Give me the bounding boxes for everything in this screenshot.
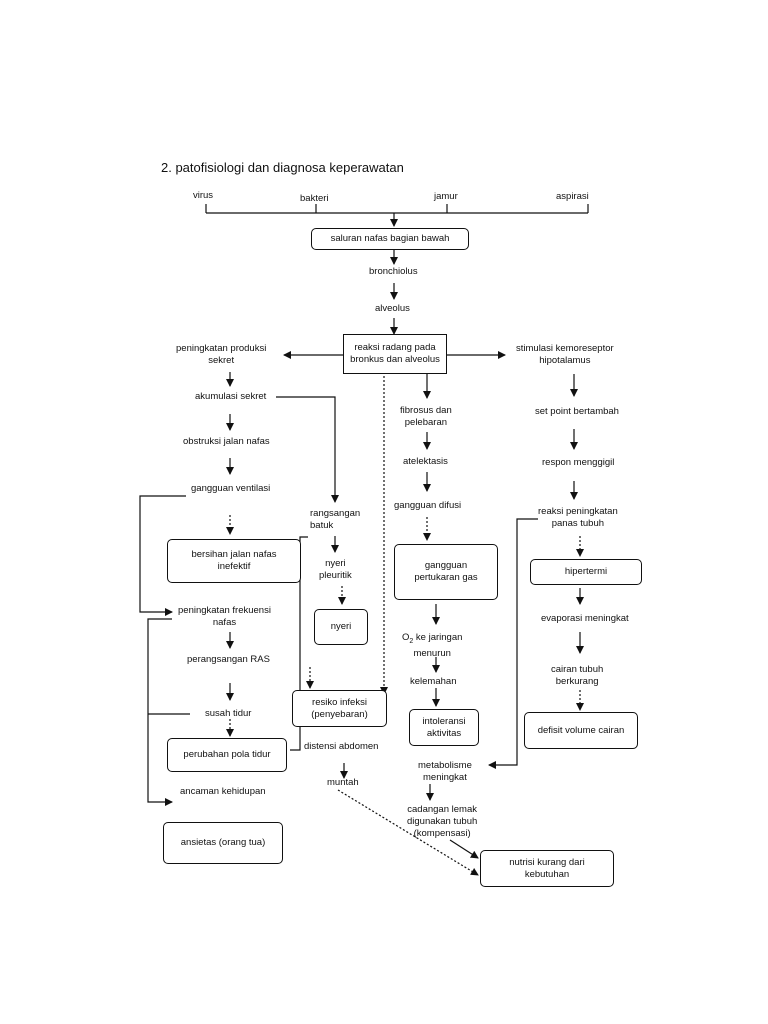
- node-reaksi-panas: reaksi peningkatan panas tubuh: [538, 506, 618, 529]
- node-saluran-nafas: saluran nafas bagian bawah: [311, 228, 469, 250]
- node-gangguan-difusi: gangguan difusi: [394, 500, 462, 511]
- node-nyeri-pleuritik: nyeri pleuritik: [319, 558, 352, 581]
- node-reaksi-radang: reaksi radang pada bronkus dan alveolus: [343, 334, 447, 374]
- node-fibrosus: fibrosus dan pelebaran: [400, 405, 452, 428]
- node-cadangan-lemak: cadangan lemak digunakan tubuh (kompensa…: [407, 804, 478, 839]
- node-respon-menggigil: respon menggigil: [542, 457, 615, 468]
- diagnosis-resiko-infeksi: resiko infeksi (penyebaran): [292, 690, 387, 727]
- diagnosis-ansietas: ansietas (orang tua): [163, 822, 283, 864]
- diagnosis-intoleransi-aktivitas: intoleransi aktivitas: [409, 709, 479, 746]
- diagnosis-nyeri: nyeri: [314, 609, 368, 645]
- cause-aspirasi: aspirasi: [556, 191, 589, 202]
- node-peningkatan-produksi: peningkatan produksi sekret: [176, 343, 267, 366]
- cause-jamur: jamur: [434, 191, 458, 202]
- node-cairan-tubuh: cairan tubuh berkurang: [551, 664, 604, 687]
- node-ancaman-kehidupan: ancaman kehidupan: [180, 786, 266, 797]
- node-alveolus: alveolus: [375, 303, 410, 314]
- cause-bakteri: bakteri: [300, 193, 329, 204]
- diagnosis-nutrisi-kurang: nutrisi kurang dari kebutuhan: [480, 850, 614, 887]
- node-susah-tidur: susah tidur: [205, 708, 252, 719]
- node-set-point: set point bertambah: [535, 406, 619, 417]
- node-bronchiolus: bronchiolus: [369, 266, 418, 277]
- diagnosis-bersihan-jalan-nafas: bersihan jalan nafas inefektif: [167, 539, 301, 583]
- cause-virus: virus: [193, 190, 214, 201]
- node-peningkatan-frekuensi: peningkatan frekuensi nafas: [178, 605, 271, 628]
- node-atelektasis: atelektasis: [403, 456, 448, 467]
- node-perangsangan-ras: perangsangan RAS: [187, 654, 270, 665]
- diagnosis-hipertermi: hipertermi: [530, 559, 642, 585]
- node-distensi-abdomen: distensi abdomen: [304, 741, 379, 752]
- node-rangsangan-batuk: rangsangan batuk: [310, 508, 361, 531]
- node-obstruksi: obstruksi jalan nafas: [183, 436, 270, 447]
- node-muntah: muntah: [327, 777, 359, 788]
- page-title: 2. patofisiologi dan diagnosa keperawata…: [161, 160, 404, 175]
- node-kelemahan: kelemahan: [410, 676, 457, 687]
- node-evaporasi: evaporasi meningkat: [541, 613, 629, 624]
- diagnosis-defisit-volume-cairan: defisit volume cairan: [524, 712, 638, 749]
- node-metabolisme: metabolisme meningkat: [418, 760, 472, 783]
- node-gangguan-ventilasi: gangguan ventilasi: [191, 483, 271, 494]
- node-akumulasi-sekret: akumulasi sekret: [195, 391, 267, 402]
- node-stimulasi-kemoreseptor: stimulasi kemoreseptor hipotalamus: [516, 343, 614, 366]
- diagnosis-perubahan-pola-tidur: perubahan pola tidur: [167, 738, 287, 772]
- diagnosis-gangguan-pertukaran-gas: gangguan pertukaran gas: [394, 544, 498, 600]
- node-o2-jaringan: O2 ke jaringan menurun: [402, 632, 463, 659]
